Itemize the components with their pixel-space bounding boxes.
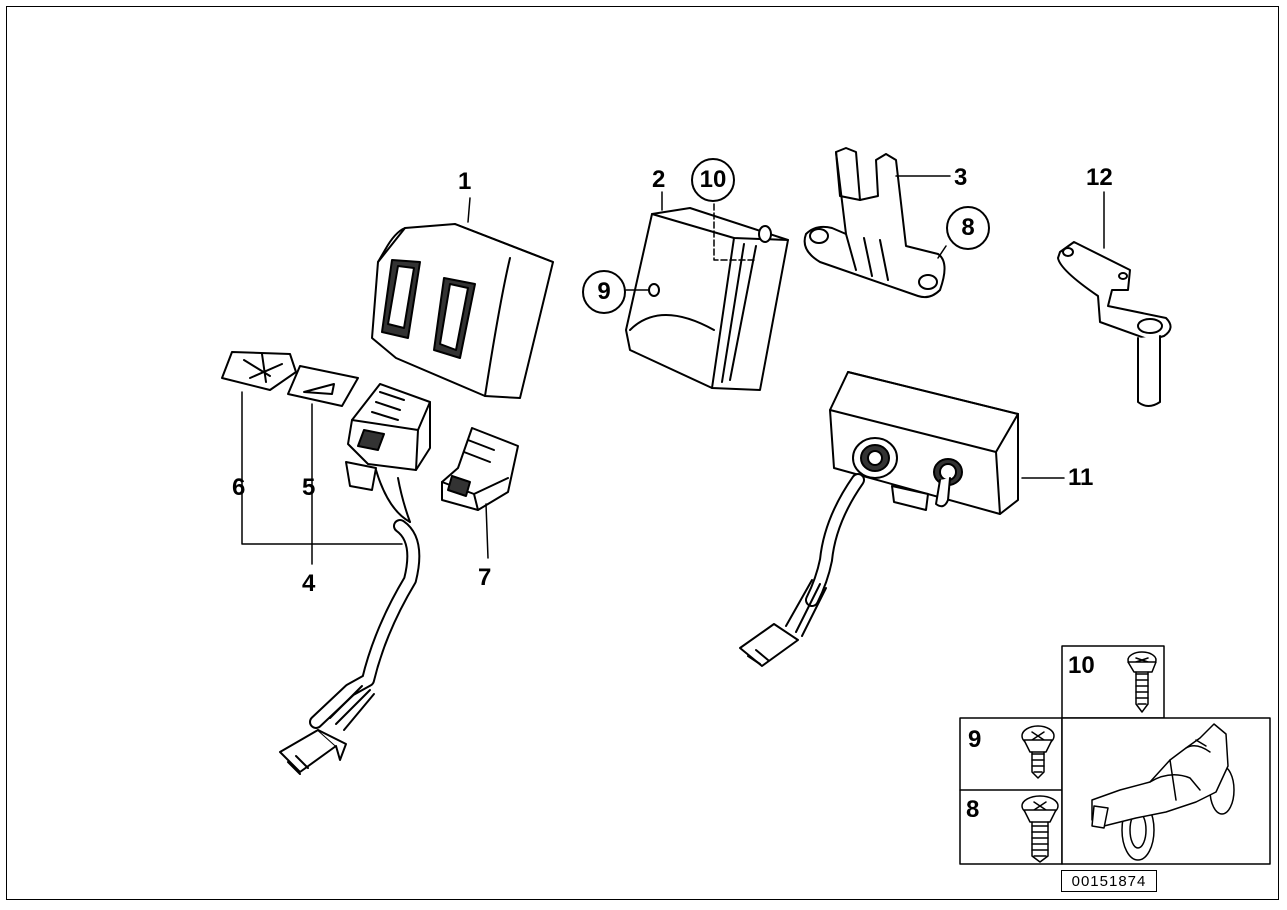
legend-label-8: 8 bbox=[966, 796, 980, 823]
diagram-border bbox=[6, 6, 1279, 900]
screw-icon-8 bbox=[1021, 795, 1059, 863]
screw-icon-10 bbox=[1127, 651, 1157, 713]
switch-cap-part bbox=[221, 351, 297, 391]
callout-11: 11 bbox=[1068, 464, 1094, 491]
motorcycle-icon bbox=[1091, 723, 1235, 861]
callout-8: 8 bbox=[946, 206, 990, 250]
callout-3: 3 bbox=[954, 164, 968, 191]
callout-9: 9 bbox=[582, 270, 626, 314]
document-number: 00151874 bbox=[1061, 870, 1157, 892]
callout-1: 1 bbox=[458, 168, 472, 195]
callout-6: 6 bbox=[232, 474, 246, 501]
control-box-part bbox=[625, 207, 789, 391]
callout-5: 5 bbox=[302, 474, 316, 501]
switch-cover-part bbox=[287, 365, 359, 407]
screw-icon-9 bbox=[1021, 725, 1055, 779]
switch-with-cable-part bbox=[279, 383, 431, 775]
fastener-legend-table bbox=[959, 645, 1271, 865]
legend-label-10: 10 bbox=[1068, 652, 1095, 679]
callout-10: 10 bbox=[691, 158, 735, 202]
callout-2: 2 bbox=[652, 166, 666, 193]
mounting-pin-part bbox=[1057, 241, 1172, 407]
switch-insert-part bbox=[441, 427, 519, 511]
callout-7: 7 bbox=[478, 564, 492, 591]
leader-lines bbox=[241, 175, 1105, 565]
callout-12: 12 bbox=[1086, 164, 1113, 191]
bracket-part bbox=[803, 147, 946, 299]
socket-box-part bbox=[739, 371, 1019, 667]
switch-housing-part bbox=[371, 223, 554, 399]
callout-4: 4 bbox=[302, 570, 316, 597]
legend-label-9: 9 bbox=[968, 726, 982, 753]
